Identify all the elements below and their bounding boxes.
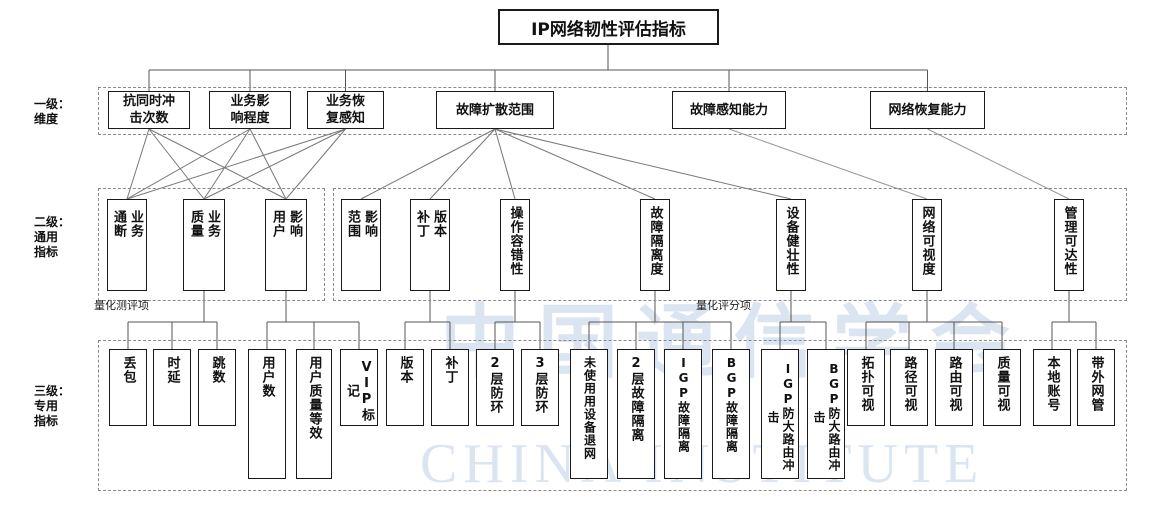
level3-label: 用户数 [259,356,275,398]
level3-unused: 未使用用设备退网 [570,349,608,479]
level3-label: 带外网管 [1088,356,1104,412]
level3-delay: 时延 [153,349,191,426]
connector-spread-range [360,128,496,200]
level3-route: 路由可视 [935,349,973,426]
level1-label: 一级：维度 [34,97,71,126]
level3-label: IGP故障隔离 [676,356,691,453]
connector-impact-users [148,128,287,200]
connector-recover-users [285,128,346,200]
level3-label: 本地账号 [1044,356,1060,412]
level3-path: 路径可视 [890,349,928,426]
level3-user_count: 用户数 [248,349,286,479]
level3-local_acct: 本地账号 [1033,349,1071,426]
connector-impact-interrupt [126,128,150,200]
level3-topo: 拓扑可视 [847,349,885,426]
level3-bgpiso: BGP故障隔离 [712,349,750,479]
level3-label: 拓扑可视 [858,356,874,412]
level3-label: 跳数 [209,356,225,384]
connector-degree-quality [203,128,251,200]
level3-label: 丢包 [120,356,136,384]
level3-user_quality: 用户质量等效 [296,349,332,479]
level2-fault_tol: 操作容错性 [500,199,530,291]
level3-label: 时延 [164,356,180,384]
level2-left-frame [98,188,325,301]
level1-restore: 网络恢复能力 [870,91,985,129]
level2-interrupt: 业务通断 [107,199,147,291]
level3-patch3: 补丁 [431,349,469,426]
level2-label: 管理可达性 [1061,206,1077,276]
level3-loss: 丢包 [109,349,147,426]
level3-label: 2层防环 [487,356,503,414]
connector-spread-robust [494,128,792,200]
level3-version: 版本 [386,349,424,426]
level2-robust: 设备健壮性 [776,199,806,291]
level2-label: 故障隔离度 [647,206,663,276]
level2-label: 业务质量 [188,210,220,238]
connector-perceive-visibility [728,128,928,200]
level2-users: 影响用户 [265,199,307,291]
level3-label: 路径可视 [901,356,917,412]
note-quantitative-score: 量化评分项 [696,299,751,312]
level3-vip: VIP标记 [340,349,378,426]
level2-visibility: 网络可视度 [912,199,942,291]
level2-label: 设备健壮性 [783,206,799,276]
level2-right-frame [333,188,1127,301]
level1-recover: 业务恢复感知 [307,91,384,129]
level3-igpiso: IGP故障隔离 [664,349,702,479]
level2-label: 版本补丁 [414,210,446,238]
level2-label: 影响范围 [345,210,377,238]
level3-igpflap: IGP防大路由冲击 [761,349,799,479]
level1-impact: 抗同时冲击次数 [108,91,190,129]
level1-perceive: 故障感知能力 [672,91,786,129]
level3-label: 2层故障隔离 [628,356,644,442]
level3-oob: 带外网管 [1077,349,1115,426]
level2-label: 网络可视度 [919,206,935,276]
level2-label: 操作容错性 [507,206,523,276]
level3-label: 三级：专用指标 [34,384,71,428]
level3-label: 版本 [397,356,413,384]
level3-label: IGP防大路由冲击 [766,362,795,472]
level2-isolation: 故障隔离度 [640,199,670,291]
level3-label: 路由可视 [946,356,962,412]
level3-label: VIP标记 [344,359,374,422]
level2-range: 影响范围 [341,199,381,291]
level3-label: 3层防环 [532,356,548,414]
level3-l2ring: 2层防环 [476,349,514,426]
connector-recover-interrupt [126,128,346,200]
level3-jump: 跳数 [198,349,236,426]
level2-label: 业务通断 [111,210,143,238]
connector-degree-users [249,128,287,200]
connector-degree-interrupt [126,128,251,200]
diagram-title: IP网络韧性评估指标 [498,9,719,45]
note-quantitative-test: 量化测评项 [94,299,149,312]
level3-label: 补丁 [442,356,458,384]
connector-recover-quality [203,128,346,200]
level1-spread: 故障扩散范围 [436,91,554,129]
level1-frame [98,87,1127,135]
level3-label: 用户质量等效 [306,356,322,440]
level3-label: BGP故障隔离 [724,356,739,453]
level2-label: 二级：通用指标 [34,215,71,259]
level1-degree: 业务影响程度 [209,91,291,129]
level3-label: 质量可视 [994,356,1010,412]
level3-qual: 质量可视 [983,349,1021,426]
level3-l2iso: 2层故障隔离 [617,349,655,479]
level3-label: 未使用用设备退网 [582,356,597,460]
connector-restore-reach [927,128,1070,200]
connector-spread-isolation [494,128,656,200]
level3-label: BGP防大路由冲击 [812,362,841,472]
level3-l3ring: 3层防环 [521,349,559,426]
connector-spread-patch [429,128,496,200]
level3-bgpflap: BGP防大路由冲击 [807,349,845,479]
level2-label: 影响用户 [270,210,302,238]
level2-patch: 版本补丁 [410,199,450,291]
level2-quality: 业务质量 [183,199,225,291]
connector-impact-quality [148,128,205,200]
level2-reach: 管理可达性 [1054,199,1084,291]
connector-spread-fault_tol [494,128,516,200]
level3-frame [98,340,1127,491]
